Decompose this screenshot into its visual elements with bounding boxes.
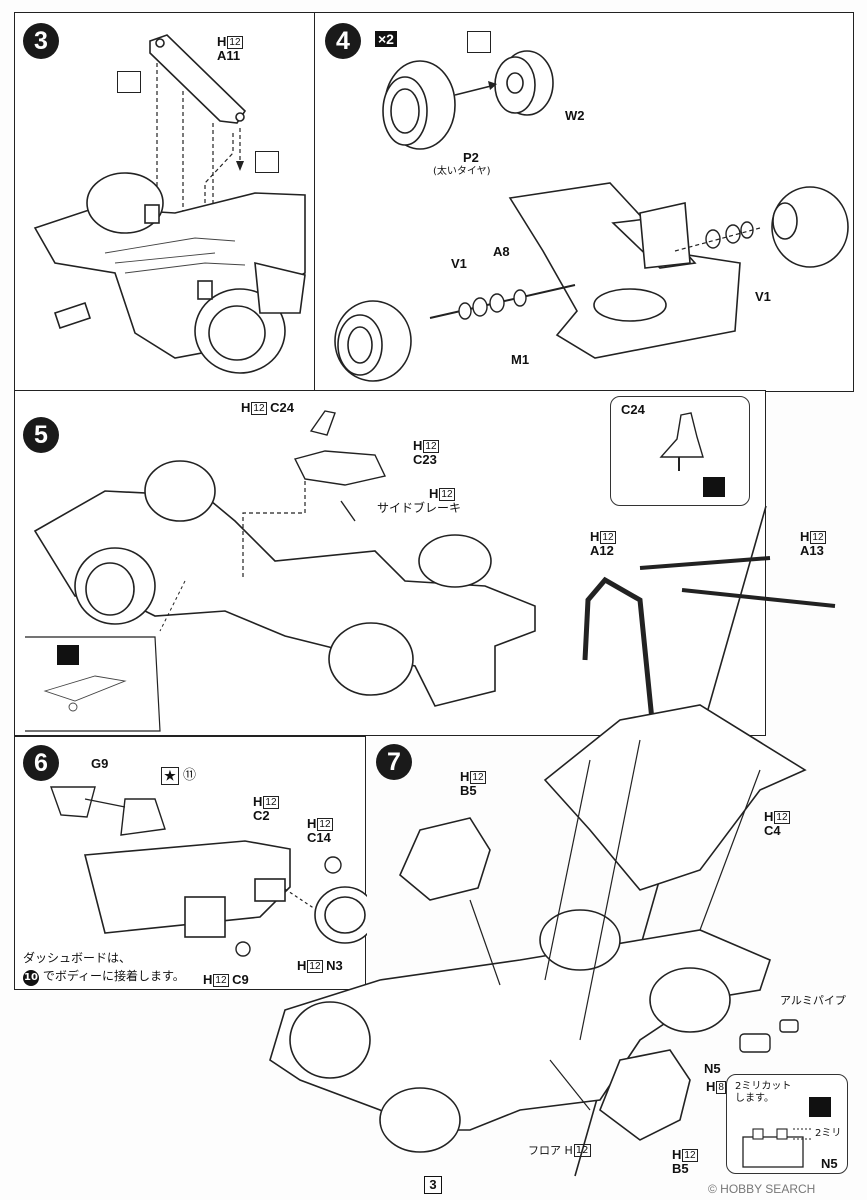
a8-label: A8 <box>493 244 510 259</box>
c9-part <box>235 941 251 957</box>
cement-glue-icon <box>809 1097 831 1117</box>
c14-part <box>324 856 342 874</box>
cement-glue-icon <box>703 477 725 497</box>
step-4-number: 4 <box>325 23 361 59</box>
axle-parts <box>429 221 754 320</box>
no-glue-icon <box>467 31 491 53</box>
step-4-drawing <box>334 50 849 382</box>
step-4-chassis <box>508 182 741 359</box>
n5-part <box>739 1019 799 1053</box>
watermark: © HOBBY SEARCH <box>708 1182 816 1196</box>
cement-glue-icon <box>57 645 79 665</box>
step-3-drawing <box>33 34 306 374</box>
a13-bar <box>639 556 771 570</box>
part-a11-arm <box>149 34 247 124</box>
w2-label: W2 <box>565 108 585 123</box>
c24-gear-lever <box>309 410 336 436</box>
multiplier-badge: ×2 <box>375 31 397 47</box>
w2-wheel <box>494 50 554 116</box>
step-3-chassis <box>33 172 306 374</box>
star-step-ref: ⑪ <box>183 768 197 783</box>
step-7-number: 7 <box>376 744 412 780</box>
g9-label: G9 <box>91 756 109 771</box>
no-glue-icon <box>255 151 279 173</box>
n3-steering-wheel <box>314 886 367 944</box>
step-7-chassis <box>269 909 771 1153</box>
page-number: 3 <box>424 1176 442 1194</box>
step-6-number: 6 <box>23 745 59 781</box>
step-4-panel: 4 ×2 <box>314 12 854 392</box>
step-5-chassis <box>33 460 536 707</box>
step-ref-10: 10 <box>23 970 39 986</box>
inset-c24-label: C24 <box>621 402 645 417</box>
m1-label: M1 <box>511 352 530 367</box>
p2-note: (太いタイヤ) <box>433 166 491 177</box>
n5-inset-label: N5 <box>821 1156 838 1171</box>
a12-rollbar <box>582 576 655 721</box>
n5-label: N5 <box>704 1061 721 1076</box>
v1-right-label: V1 <box>755 289 771 304</box>
no-glue-icon <box>117 71 141 93</box>
step-5-drawing <box>25 410 536 732</box>
c4-rear-deck <box>543 704 807 891</box>
c23-console <box>293 450 387 486</box>
step-5-number: 5 <box>23 417 59 453</box>
left-wheel <box>334 300 412 382</box>
g9-part <box>50 786 96 818</box>
n5-cut-inset: 2ミリカット します。 2ミリ N5 <box>726 1074 848 1174</box>
b5-seat-top <box>399 817 491 901</box>
step-3-panel: 3 <box>14 12 316 392</box>
two-mm-label: 2ミリ <box>815 1128 842 1139</box>
step-3-number: 3 <box>23 23 59 59</box>
detail-inset-drawing <box>43 675 127 712</box>
c2-dashboard <box>83 840 291 938</box>
right-wheel <box>771 186 849 268</box>
p2-tire <box>382 60 456 150</box>
cut-note: 2ミリカット します。 <box>735 1081 792 1104</box>
step-6-drawing <box>50 786 367 957</box>
star-marker-icon: ★ <box>161 767 179 785</box>
aluminum-pipe-label: アルミパイプ <box>780 994 846 1007</box>
dashboard-note: ダッシュボードは、 10 でボディーに接着します。 <box>23 949 185 986</box>
p2-label: P2 <box>463 150 479 165</box>
b5-seat-bottom <box>599 1049 691 1141</box>
step-7-guides <box>469 739 761 1111</box>
arrow-icon <box>236 161 244 171</box>
v1-left-label: V1 <box>451 256 467 271</box>
c24-detail-inset: C24 <box>610 396 750 506</box>
